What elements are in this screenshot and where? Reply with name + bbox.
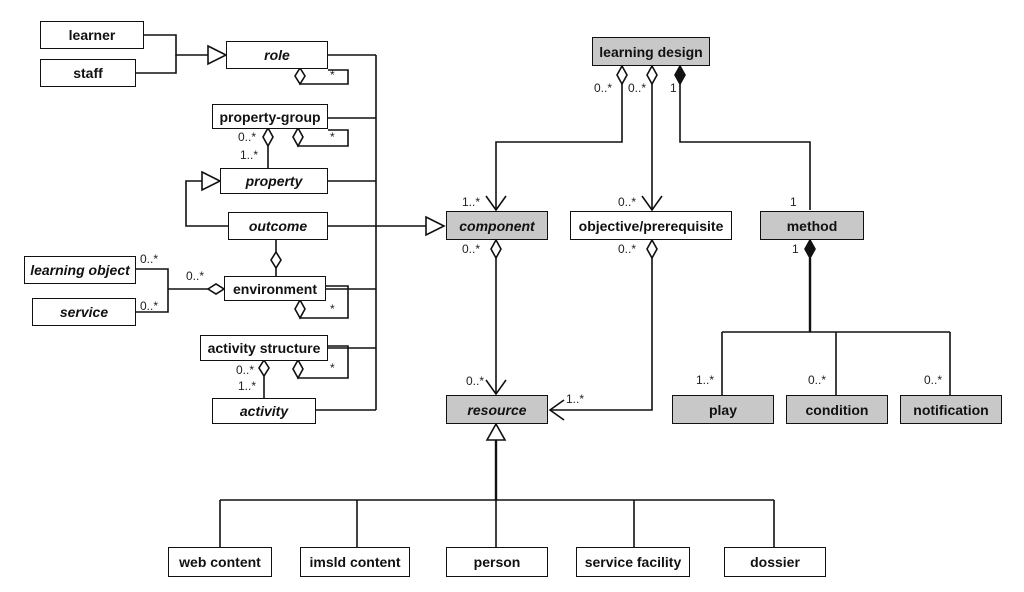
activity-structure-activity-diamond — [258, 358, 270, 378]
staff-node: staff — [40, 59, 136, 87]
learning-design-method-diamond — [674, 64, 686, 86]
staff-generalization-line — [136, 55, 177, 74]
learner-generalization-line — [144, 34, 208, 56]
learning-object-environment-line — [136, 268, 169, 313]
objective-resource-line — [550, 258, 653, 411]
multiplicity-label: 0..* — [238, 130, 257, 144]
notification-node: notification — [900, 395, 1002, 424]
dossier-node: dossier — [724, 547, 826, 577]
multiplicity-label: 1..* — [238, 379, 257, 393]
multiplicity-label: 1..* — [240, 148, 259, 162]
multiplicity-label: 0..* — [808, 373, 827, 387]
multiplicity-label: 0..* — [618, 242, 637, 256]
objective-prerequisite-node: objective/prerequisite — [570, 211, 732, 240]
multiplicity-label: 0..* — [594, 81, 613, 95]
component-generalization-arrowhead — [425, 215, 446, 237]
outcome-node: outcome — [228, 212, 328, 240]
outcome-generalization-line — [185, 180, 228, 227]
multiplicity-label: * — [330, 130, 335, 144]
learning-design-node: learning design — [592, 37, 710, 66]
role-self-diamond — [294, 66, 306, 86]
multiplicity-label: 0..* — [140, 252, 159, 266]
resource-node: resource — [446, 395, 548, 424]
person-node: person — [446, 547, 548, 577]
role-generalization-arrowhead — [207, 44, 228, 66]
service-node: service — [32, 298, 136, 326]
multiplicity-label: 1 — [792, 242, 799, 256]
multiplicity-label: 0..* — [924, 373, 943, 387]
learning-design-method-line — [679, 84, 811, 210]
learning-design-component-line — [495, 84, 623, 210]
environment-node: environment — [224, 276, 326, 301]
method-composition-diamond — [804, 238, 816, 260]
property-generalization-arrowhead — [201, 170, 222, 192]
multiplicity-label: * — [330, 302, 335, 316]
activity-node: activity — [212, 398, 316, 424]
activity-structure-self-diamond — [292, 358, 304, 380]
objective-resource-arrowhead — [548, 399, 565, 421]
component-arrowhead — [485, 195, 507, 212]
property-group-self-aggregation — [297, 128, 349, 147]
multiplicity-label: 0..* — [466, 374, 485, 388]
environment-self-diamond — [294, 298, 306, 320]
learning-object-node: learning object — [24, 256, 136, 284]
multiplicity-label: 1..* — [566, 392, 585, 406]
role-node: role — [226, 41, 328, 69]
multiplicity-label: 0..* — [236, 363, 255, 377]
multiplicity-label: * — [330, 68, 335, 82]
multiplicity-label: 0..* — [140, 299, 159, 313]
learning-design-component-diamond — [616, 64, 628, 86]
component-node: component — [446, 211, 548, 240]
learning-design-objective-diamond — [646, 64, 658, 86]
multiplicity-label: 1 — [790, 195, 797, 209]
multiplicity-label: 0..* — [628, 81, 647, 95]
multiplicity-label: 1 — [670, 81, 677, 95]
learner-node: learner — [40, 21, 144, 49]
property-node: property — [220, 168, 328, 194]
multiplicity-label: 1..* — [696, 373, 715, 387]
imsld-content-node: imsld content — [300, 547, 410, 577]
component-resource-diamond — [490, 238, 502, 260]
multiplicity-label: * — [330, 361, 335, 375]
environment-aggregation-diamond — [206, 283, 226, 295]
condition-node: condition — [786, 395, 888, 424]
activity-structure-node: activity structure — [200, 335, 328, 361]
objective-arrowhead — [641, 195, 663, 212]
resource-arrowhead — [485, 379, 507, 396]
objective-resource-diamond — [646, 238, 658, 260]
service-facility-node: service facility — [576, 547, 690, 577]
web-content-node: web content — [168, 547, 272, 577]
multiplicity-label: 1..* — [462, 195, 481, 209]
property-group-self-diamond — [292, 126, 304, 148]
play-node: play — [672, 395, 774, 424]
outcome-environment-diamond — [270, 250, 282, 270]
multiplicity-label: 0..* — [186, 269, 205, 283]
property-group-node: property-group — [212, 104, 328, 129]
multiplicity-label: 0..* — [462, 242, 481, 256]
multiplicity-label: 0..* — [618, 195, 637, 209]
resource-generalization-arrowhead — [485, 422, 507, 441]
property-group-property-diamond — [262, 126, 274, 148]
method-node: method — [760, 211, 864, 240]
role-self-aggregation — [299, 68, 349, 85]
